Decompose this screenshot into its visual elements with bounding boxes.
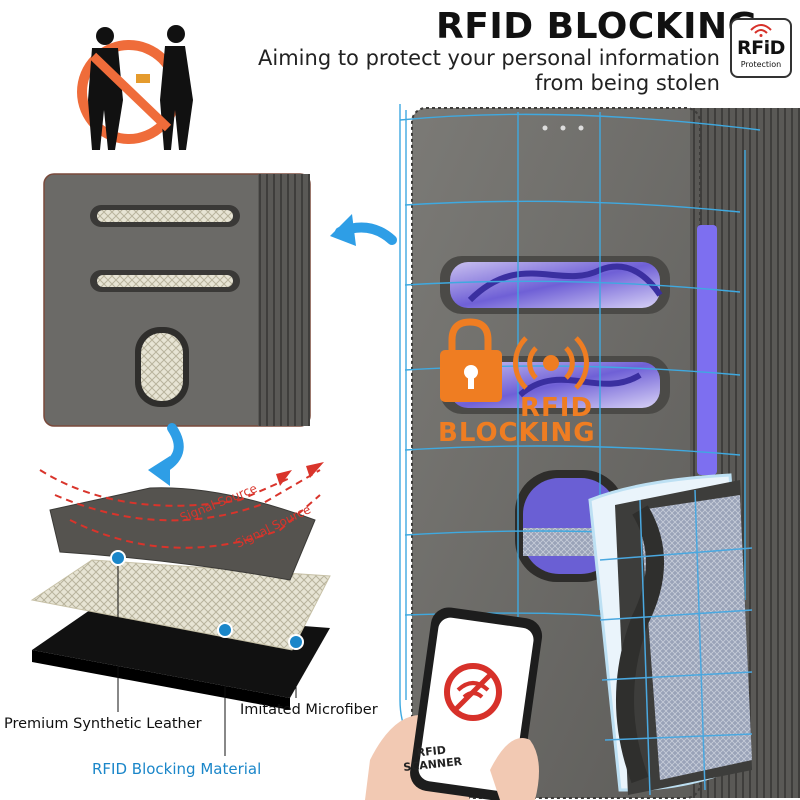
label-blocking-layer: RFID Blocking Material bbox=[92, 760, 262, 778]
arrow-down-head-icon bbox=[148, 456, 170, 486]
label-leather-layer: Premium Synthetic Leather bbox=[4, 716, 202, 732]
lock-icon bbox=[440, 318, 502, 402]
badge-main-text: RFiD bbox=[737, 37, 785, 59]
rfid-blocking-overlay: RFID BLOCKING bbox=[438, 393, 596, 448]
page-subtitle: Aiming to protect your personal informat… bbox=[258, 46, 720, 95]
phone-scanner bbox=[365, 607, 543, 800]
pickpocket-icon bbox=[77, 25, 193, 150]
badge-sub-text: Protection bbox=[740, 60, 782, 69]
material-layers bbox=[30, 462, 331, 756]
label-microfiber-layer: Imitated Microfiber bbox=[240, 702, 378, 718]
wifi-icon bbox=[750, 24, 772, 37]
rfid-protection-badge: RFiD Protection bbox=[730, 18, 792, 78]
arrow-head-icon bbox=[330, 214, 356, 246]
shielded-case bbox=[588, 473, 753, 796]
rfid-wave-icon bbox=[513, 336, 589, 390]
zoom-inset bbox=[43, 173, 311, 427]
page-title: RFID BLOCKING bbox=[436, 6, 758, 47]
overlay-line-1: RFID bbox=[520, 393, 594, 423]
overlay-line-2: BLOCKING bbox=[438, 418, 596, 448]
